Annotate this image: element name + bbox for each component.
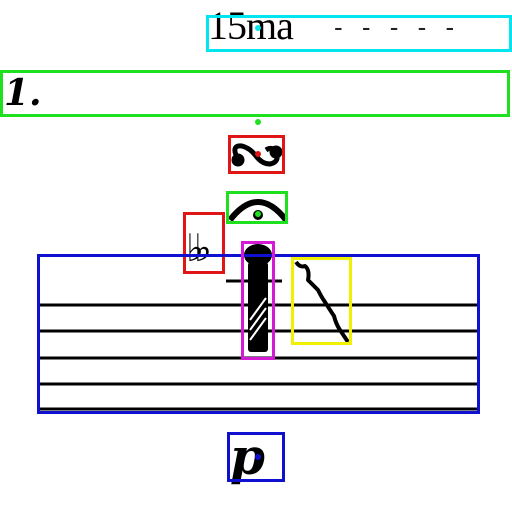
ottava-box — [206, 15, 512, 52]
staff-box — [37, 254, 480, 414]
fermata-box — [226, 191, 288, 224]
fingering-box — [0, 70, 510, 117]
fingering-label: 1. — [4, 72, 42, 114]
note-box — [241, 241, 275, 360]
double-flat-box — [183, 212, 225, 274]
dynamic-box — [227, 432, 285, 482]
turn-box — [228, 135, 285, 174]
turn-icon — [231, 143, 283, 167]
ottava-label: 15ma — [208, 3, 294, 48]
glissando-box — [291, 257, 352, 345]
glissando-icon — [294, 260, 350, 344]
ottava-dashes: - - - - - — [334, 12, 461, 42]
